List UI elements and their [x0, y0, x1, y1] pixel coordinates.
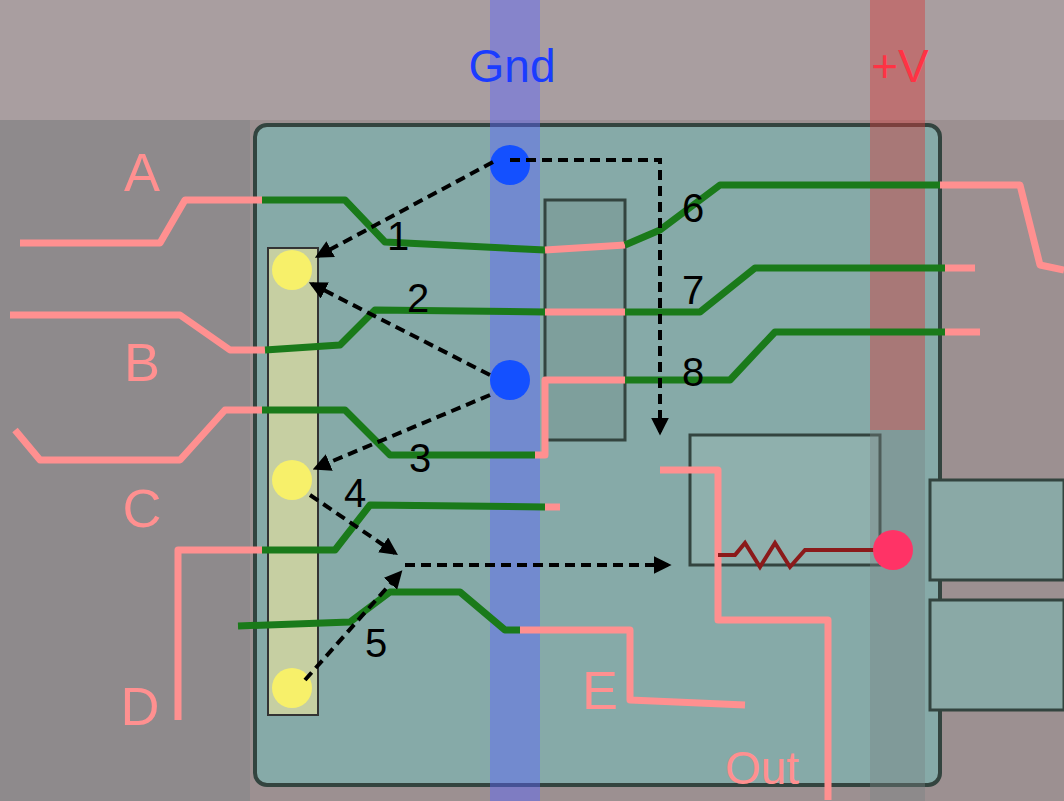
ground-rail — [490, 0, 540, 801]
wires — [10, 185, 1064, 800]
signal-name: Out — [725, 745, 799, 791]
signal-name: D — [121, 679, 160, 733]
resistor-symbol — [718, 543, 880, 567]
rail-name: Gnd — [469, 43, 556, 89]
diffusion-region — [545, 200, 625, 440]
diffusion-region — [930, 480, 1064, 580]
callout-number: 8 — [682, 352, 704, 392]
contacts — [272, 145, 913, 708]
signal-name: B — [124, 335, 160, 389]
callout-number: 4 — [344, 473, 366, 513]
signal-name: A — [124, 145, 160, 199]
current-arrows — [305, 160, 668, 680]
callout-number: 7 — [682, 270, 704, 310]
callout-number: 1 — [387, 216, 409, 256]
power-rail-contacts — [870, 430, 925, 801]
transistor-region — [255, 125, 940, 785]
source-strip — [268, 248, 318, 715]
signal-name: C — [123, 481, 162, 535]
callout-number: 5 — [365, 623, 387, 663]
rail-name: +V — [871, 43, 929, 89]
diffusion-region — [930, 600, 1064, 710]
callout-number: 6 — [682, 188, 704, 228]
callout-number: 3 — [409, 438, 431, 478]
callout-number: 2 — [407, 278, 429, 318]
signal-name: E — [582, 663, 618, 717]
